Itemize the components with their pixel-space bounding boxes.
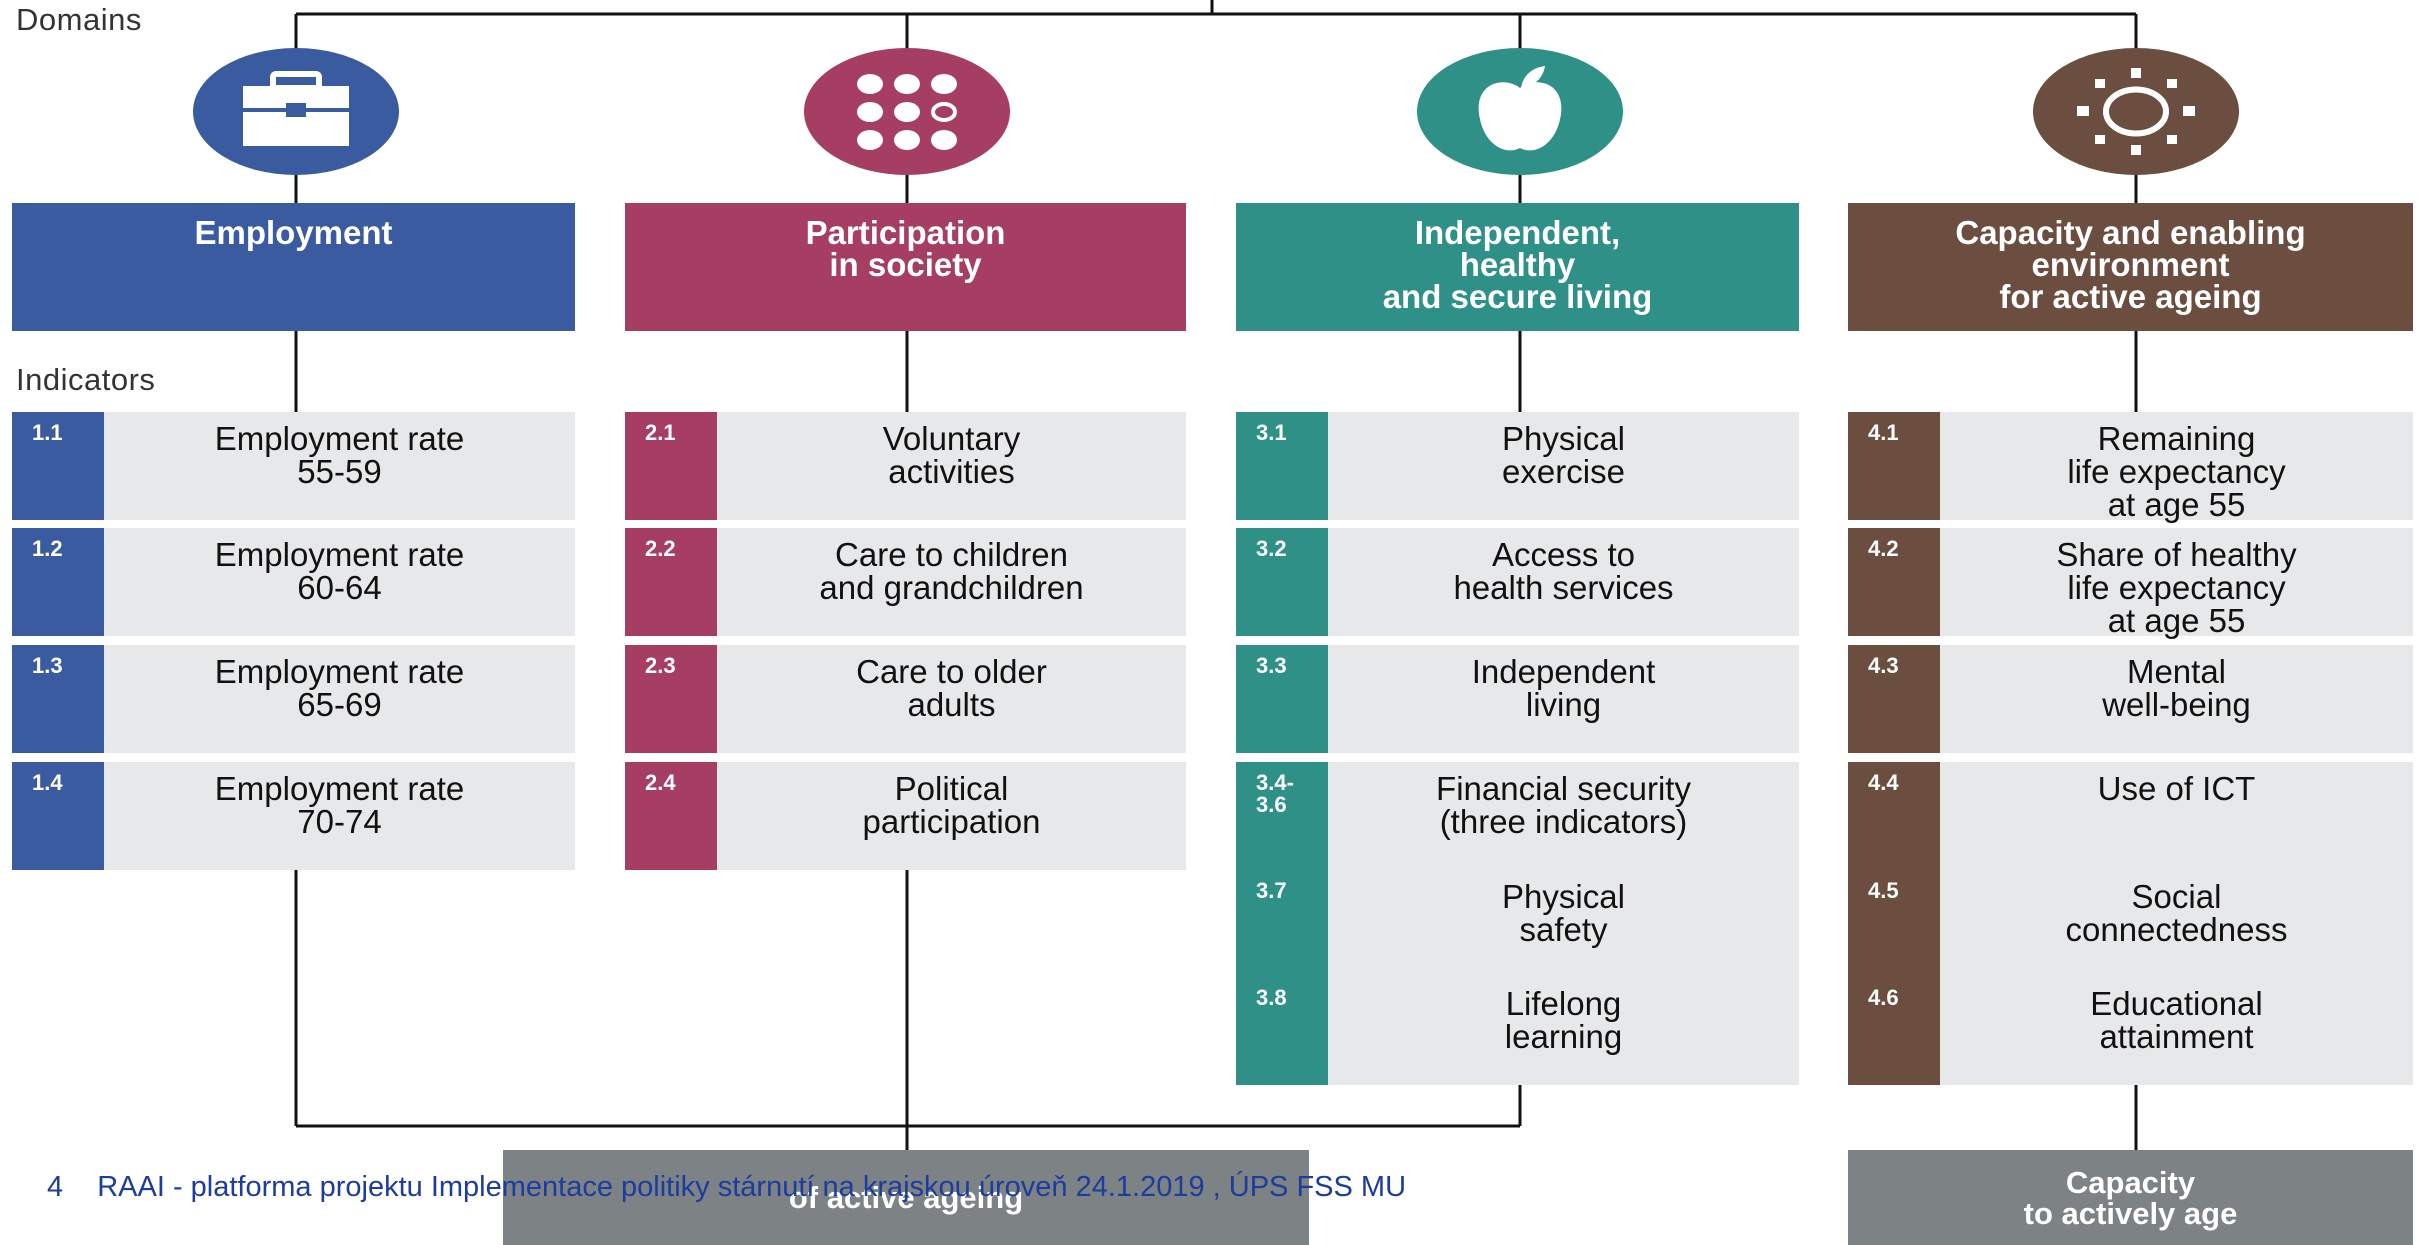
indicator-4-3: 4.3 Mental well-being bbox=[1848, 645, 2413, 753]
indicator-4-2: 4.2 Share of healthy life expectancy at … bbox=[1848, 528, 2413, 639]
indicator-label: Lifelong learning bbox=[1504, 985, 1623, 1055]
indicator-label: Mental well-being bbox=[2102, 653, 2251, 723]
indicator-label: Political participation bbox=[862, 770, 1041, 840]
indicator-number: 1.3 bbox=[12, 645, 104, 753]
indicator-1-2: 1.2 Employment rate 60-64 bbox=[12, 528, 575, 636]
indicator-number: 2.2 bbox=[625, 528, 717, 636]
indicator-label: Employment rate 70-74 bbox=[214, 770, 465, 840]
domain-header-line: healthy bbox=[1459, 246, 1576, 283]
indicators-label: Indicators bbox=[16, 362, 156, 397]
domain-header-line: Independent, bbox=[1414, 214, 1621, 251]
outcome-line: of active ageing bbox=[788, 1180, 1024, 1215]
indicator-2-3: 2.3 Care to older adults bbox=[625, 645, 1186, 753]
indicator-4-6: 4.6 Educational attainment bbox=[1848, 977, 2413, 1085]
indicator-3-4-3-6: 3.4- 3.6 Financial security (three indic… bbox=[1236, 762, 1799, 870]
indicator-number: 4.1 bbox=[1848, 412, 1940, 520]
outcome-box-active-ageing: of active ageing bbox=[503, 1150, 1309, 1245]
domain-header-line: and secure living bbox=[1382, 278, 1653, 315]
indicator-label: Independent living bbox=[1471, 653, 1656, 723]
indicator-2-1: 2.1 Voluntary activities bbox=[625, 412, 1186, 520]
outcome-box-capacity: Capacity to actively age bbox=[1848, 1150, 2413, 1245]
indicator-4-4: 4.4 Use of ICT bbox=[1848, 762, 2413, 870]
indicator-number: 2.1 bbox=[625, 412, 717, 520]
domain-header-line: in society bbox=[829, 246, 982, 283]
indicator-label: Employment rate 65-69 bbox=[214, 653, 465, 723]
indicator-number: 4.3 bbox=[1848, 645, 1940, 753]
briefcase-icon bbox=[193, 48, 399, 175]
outcome-line: to actively age bbox=[2023, 1195, 2238, 1231]
indicator-label: Financial security (three indicators) bbox=[1436, 770, 1691, 840]
indicator-label: Social connectedness bbox=[2065, 878, 2288, 948]
indicator-number: 3.7 bbox=[1236, 870, 1328, 978]
domain-header-line: for active ageing bbox=[1999, 278, 2262, 315]
indicator-1-1: 1.1 Employment rate 55-59 bbox=[12, 412, 575, 520]
footer-text: RAAI - platforma projektu Implementace p… bbox=[97, 1171, 1407, 1203]
indicator-number: 3.2 bbox=[1236, 528, 1328, 636]
indicator-3-8: 3.8 Lifelong learning bbox=[1236, 977, 1799, 1085]
indicator-number: 3.8 bbox=[1236, 977, 1328, 1085]
indicator-1-4: 1.4 Employment rate 70-74 bbox=[12, 762, 575, 870]
outcome-line: Capacity bbox=[2065, 1164, 2196, 1200]
apple-icon bbox=[1417, 48, 1623, 175]
indicator-number: 4.2 bbox=[1848, 528, 1940, 636]
indicator-number: 2.3 bbox=[625, 645, 717, 753]
indicator-2-4: 2.4 Political participation bbox=[625, 762, 1186, 870]
indicator-4-1: 4.1 Remaining life expectancy at age 55 bbox=[1848, 412, 2413, 523]
indicator-number: 4.6 bbox=[1848, 977, 1940, 1085]
indicator-4-5: 4.5 Social connectedness bbox=[1848, 870, 2413, 978]
page-number: 4 bbox=[47, 1171, 64, 1203]
indicator-number: 1.4 bbox=[12, 762, 104, 870]
sun-icon bbox=[2033, 48, 2239, 175]
indicator-number: 4.4 bbox=[1848, 762, 1940, 870]
indicator-number: 1.2 bbox=[12, 528, 104, 636]
indicator-1-3: 1.3 Employment rate 65-69 bbox=[12, 645, 575, 753]
indicator-number: 2.4 bbox=[625, 762, 717, 870]
indicator-label: Physical safety bbox=[1502, 878, 1625, 948]
domain-header-line: Participation bbox=[805, 214, 1006, 251]
indicator-label: Care to children and grandchildren bbox=[819, 536, 1084, 606]
indicator-3-2: 3.2 Access to health services bbox=[1236, 528, 1799, 636]
indicator-label: Physical exercise bbox=[1502, 420, 1625, 490]
slide-footer: 4 RAAI - platforma projektu Implementace… bbox=[47, 1171, 1406, 1204]
indicator-label: Remaining life expectancy at age 55 bbox=[2067, 420, 2286, 523]
indicator-label: Employment rate 55-59 bbox=[214, 420, 465, 490]
indicator-label: Access to health services bbox=[1453, 536, 1674, 606]
indicator-number: 3.1 bbox=[1236, 412, 1328, 520]
domain-header-capacity: Capacity and enabling environment for ac… bbox=[1848, 203, 2413, 331]
indicator-3-7: 3.7 Physical safety bbox=[1236, 870, 1799, 978]
indicator-label: Care to older adults bbox=[856, 653, 1047, 723]
indicator-number: 3.3 bbox=[1236, 645, 1328, 753]
indicator-3-1: 3.1 Physical exercise bbox=[1236, 412, 1799, 520]
dots-grid-icon bbox=[804, 48, 1010, 175]
indicator-label: Share of healthy life expectancy at age … bbox=[2056, 536, 2297, 639]
indicator-number: 1.1 bbox=[12, 412, 104, 520]
domain-header-line: Capacity and enabling bbox=[1955, 214, 2306, 251]
domain-header-line: environment bbox=[2031, 246, 2230, 283]
indicator-label: Use of ICT bbox=[2097, 770, 2256, 807]
domain-header-line: Employment bbox=[194, 214, 393, 251]
indicator-label: Educational attainment bbox=[2090, 985, 2263, 1055]
indicator-number: 3.4- 3.6 bbox=[1236, 762, 1328, 870]
indicator-3-3: 3.3 Independent living bbox=[1236, 645, 1799, 753]
domain-header-independent-living: Independent, healthy and secure living bbox=[1236, 203, 1799, 331]
indicator-2-2: 2.2 Care to children and grandchildren bbox=[625, 528, 1186, 636]
indicator-label: Employment rate 60-64 bbox=[214, 536, 465, 606]
indicator-number: 4.5 bbox=[1848, 870, 1940, 978]
indicator-label: Voluntary activities bbox=[882, 420, 1021, 490]
domain-header-participation: Participation in society bbox=[625, 203, 1186, 331]
domains-label: Domains bbox=[16, 2, 142, 37]
domain-header-employment: Employment bbox=[12, 203, 575, 331]
